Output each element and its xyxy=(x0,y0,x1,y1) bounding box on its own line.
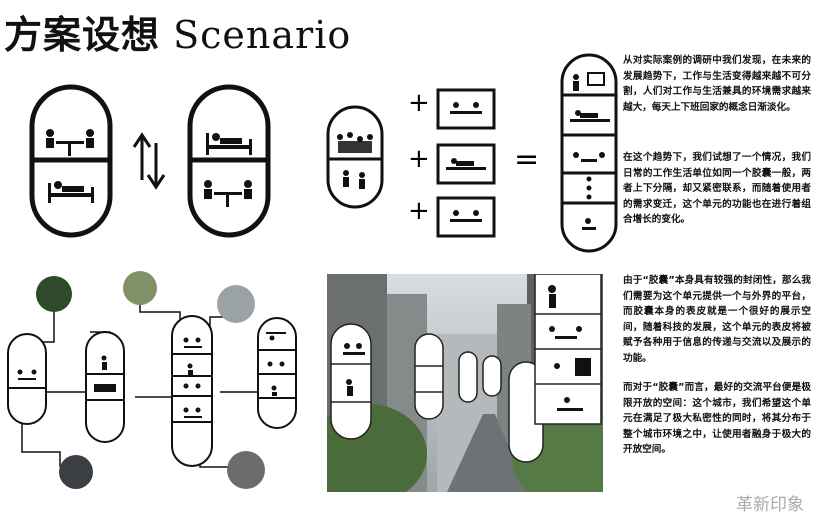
network-figures xyxy=(17,332,286,418)
plus-3: + xyxy=(408,196,430,226)
plus-2: + xyxy=(408,144,430,174)
text-p4: 而对于“胶囊”而言，最好的交流平台便是极限开放的空间：这个城市，我们希望这个单元… xyxy=(623,382,811,455)
module-boxes xyxy=(436,88,496,238)
capsule-pair-diagram xyxy=(29,84,271,238)
network-capsules xyxy=(7,315,297,467)
page-title: 方案设想 Scenario xyxy=(4,4,351,59)
capsule-tall xyxy=(560,53,618,253)
swap-arrows-icon xyxy=(132,132,166,190)
plus-1: + xyxy=(408,88,430,118)
capsule-small xyxy=(326,105,384,209)
text-p3: 由于“胶囊”本身具有较强的封闭性，那么我们需要为这个单元提供一个与外界的平台，而… xyxy=(623,275,811,364)
capsule-left xyxy=(29,84,113,238)
photo-nodes xyxy=(36,271,265,489)
equals-icon: = xyxy=(514,142,539,177)
title-cn: 方案设想 xyxy=(4,13,161,57)
capsule-combination-diagram: + + + = xyxy=(326,53,618,253)
capsule-right xyxy=(187,84,271,238)
title-en: Scenario xyxy=(173,13,352,57)
text-p2: 在这个趋势下，我们试想了一个情况，我们日常的工作生活单位如同一个胶囊一般，两者上… xyxy=(623,152,811,225)
watermark: 革新印象 xyxy=(736,495,804,515)
capsule-network-diagram xyxy=(7,271,297,489)
city-montage-image xyxy=(327,274,603,492)
plus-column: + + + xyxy=(408,88,430,226)
equals-sign: = xyxy=(514,142,539,177)
text-p1: 从对实际案例的调研中我们发现，在未来的发展趋势下，工作与生活变得越来越不可分割，… xyxy=(623,55,811,113)
